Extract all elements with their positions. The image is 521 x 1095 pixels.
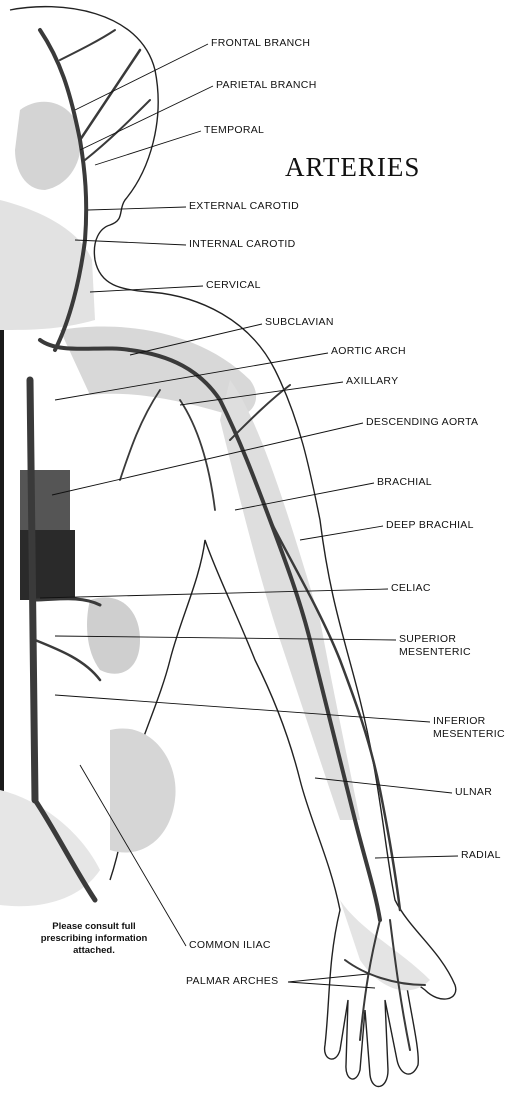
label-temporal: TEMPORAL — [204, 124, 264, 137]
label-internal-carotid: INTERNAL CAROTID — [189, 238, 296, 251]
label-axillary: AXILLARY — [346, 375, 398, 388]
leader-palmar-arches-1 — [288, 974, 368, 982]
artery-network — [30, 30, 425, 1050]
label-superior-mesenteric-line1: SUPERIOR — [399, 633, 456, 646]
leader-internal-carotid — [75, 240, 186, 245]
prescribing-note: Please consult full prescribing informat… — [32, 921, 156, 957]
label-parietal-branch: PARIETAL BRANCH — [216, 79, 317, 92]
label-celiac: CELIAC — [391, 582, 431, 595]
aorta — [30, 380, 35, 800]
label-external-carotid: EXTERNAL CAROTID — [189, 200, 299, 213]
label-inferior-mesenteric-line2: MESENTERIC — [433, 728, 505, 741]
leader-frontal — [75, 44, 208, 110]
thoracic-branch — [120, 390, 160, 480]
label-descending-aorta: DESCENDING AORTA — [366, 416, 478, 429]
leader-palmar-arches-2 — [288, 982, 375, 988]
label-aortic-arch: AORTIC ARCH — [331, 345, 406, 358]
frontal-vessel — [80, 50, 140, 140]
leader-external-carotid — [88, 207, 186, 210]
hip-shade — [110, 728, 176, 852]
scalp-vessel — [60, 30, 115, 60]
ear-shade — [15, 102, 81, 190]
label-superior-mesenteric-line2: MESENTERIC — [399, 646, 471, 659]
label-inferior-mesenteric-line1: INFERIOR — [433, 715, 486, 728]
leader-inferior-mesenteric — [55, 695, 430, 722]
label-deep-brachial: DEEP BRACHIAL — [386, 519, 474, 532]
leader-celiac — [40, 589, 388, 598]
parietal-vessel — [85, 100, 150, 160]
hand-shade — [340, 900, 430, 990]
leader-descending-aorta — [52, 423, 363, 495]
kidney-shade — [87, 597, 140, 673]
label-brachial: BRACHIAL — [377, 476, 432, 489]
label-ulnar: ULNAR — [455, 786, 492, 799]
diagram-title: ARTERIES — [285, 152, 420, 183]
label-common-iliac: COMMON ILIAC — [189, 939, 271, 952]
label-subclavian: SUBCLAVIAN — [265, 316, 334, 329]
label-frontal-branch: FRONTAL BRANCH — [211, 37, 310, 50]
thoracic-branch-2 — [180, 400, 215, 510]
label-cervical: CERVICAL — [206, 279, 261, 292]
label-palmar-arches: PALMAR ARCHES — [186, 975, 278, 988]
heart-shadow — [20, 530, 75, 600]
leader-deep-brachial — [300, 526, 383, 540]
label-radial: RADIAL — [461, 849, 501, 862]
leader-parietal — [80, 86, 213, 150]
